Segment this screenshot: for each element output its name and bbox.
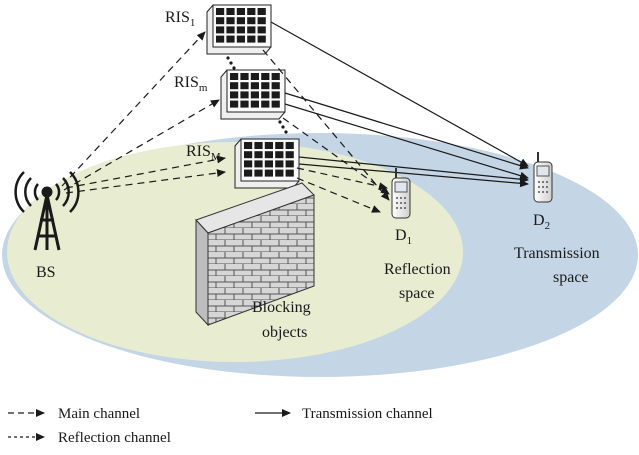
ris-element-cell xyxy=(264,169,273,177)
ris-element-cell xyxy=(257,17,266,25)
ris-element-cell xyxy=(275,169,284,177)
ris-element-cell xyxy=(216,8,225,15)
ris-element-cell xyxy=(230,73,239,80)
ris-element-cell xyxy=(244,151,253,159)
ris-element-cell xyxy=(254,142,263,149)
ris-element-cell xyxy=(275,151,284,159)
legend-reflection-channel-text: Reflection channel xyxy=(58,430,171,446)
ris-element-cell xyxy=(285,169,294,177)
reflection-space-label-line2: space xyxy=(399,285,435,302)
ris-element-cell xyxy=(254,151,263,159)
device-d2-phone-icon xyxy=(533,152,553,203)
ris-element-cell xyxy=(226,8,235,15)
transmission-space-label-line2: space xyxy=(553,269,589,286)
ris-1-label: RIS1 xyxy=(165,9,195,29)
ris-m-label: RISm xyxy=(174,74,208,94)
ris-element-cell xyxy=(250,91,259,99)
device-d1-phone-icon xyxy=(391,168,411,219)
ris-element-cell xyxy=(271,91,280,99)
ris-element-cell xyxy=(264,160,273,168)
ris-element-cell xyxy=(230,100,239,108)
ris-element-cell xyxy=(261,91,270,99)
reflection-space-label-line1: Reflection xyxy=(384,261,451,278)
blocking-wall-icon xyxy=(195,182,315,327)
blocking-objects-label-line1: Blocking xyxy=(252,299,311,316)
ris-m-panel xyxy=(220,69,286,120)
reflection-channel-links xyxy=(262,49,390,213)
ris-1-panel xyxy=(206,4,272,55)
ris-element-cell xyxy=(257,35,266,43)
ris-element-cell xyxy=(240,82,249,90)
ris-ellipsis-dots xyxy=(226,56,288,134)
legend-main-channel-text: Main channel xyxy=(58,406,140,422)
ris-element-cell xyxy=(247,35,256,43)
bs-label: BS xyxy=(36,264,56,281)
transmission-space-label-line1: Transmission xyxy=(514,245,600,262)
ris-element-cell xyxy=(250,100,259,108)
ris-element-cell xyxy=(261,82,270,90)
transmission-channel-links xyxy=(270,21,529,188)
ris-element-cell xyxy=(264,142,273,149)
ris-element-cell xyxy=(247,8,256,15)
ris-element-cell xyxy=(236,26,245,34)
ris-element-cell xyxy=(240,91,249,99)
blocking-objects-label-line2: objects xyxy=(262,324,307,341)
ris-element-cell xyxy=(285,160,294,168)
ris-element-cell xyxy=(216,17,225,25)
ris-element-cell xyxy=(240,73,249,80)
ris-element-cell xyxy=(261,73,270,80)
ris-element-cell xyxy=(261,100,270,108)
ris-element-cell xyxy=(236,17,245,25)
ris-element-cell xyxy=(254,160,263,168)
ris-element-cell xyxy=(271,100,280,108)
ris-element-cell xyxy=(285,142,294,149)
ris-element-cell xyxy=(230,82,239,90)
ris-M-label: RISM xyxy=(186,143,221,163)
ris-element-cell xyxy=(240,100,249,108)
ris-element-cell xyxy=(226,17,235,25)
legend-transmission-channel-text: Transmission channel xyxy=(302,406,433,422)
ris-element-cell xyxy=(244,160,253,168)
ris-element-cell xyxy=(230,91,239,99)
ris-element-cell xyxy=(216,35,225,43)
ris-element-cell xyxy=(226,35,235,43)
ris-element-cell xyxy=(254,169,263,177)
ris-element-cell xyxy=(271,82,280,90)
ris-element-cell xyxy=(264,151,273,159)
ris-element-cell xyxy=(250,73,259,80)
ris-element-cell xyxy=(275,160,284,168)
ris-element-cell xyxy=(236,35,245,43)
ris-element-cell xyxy=(257,8,266,15)
legend: Main channel Transmission channel Reflec… xyxy=(8,406,433,446)
ris-element-cell xyxy=(244,169,253,177)
ris-element-cell xyxy=(275,142,284,149)
ris-M-panel xyxy=(234,138,300,189)
ris-element-cell xyxy=(271,73,280,80)
ris-element-cell xyxy=(257,26,266,34)
base-station-icon xyxy=(14,171,80,251)
ris-element-cell xyxy=(226,26,235,34)
ris-element-cell xyxy=(247,17,256,25)
ris-element-cell xyxy=(247,26,256,34)
ris-element-cell xyxy=(285,151,294,159)
d2-label: D2 xyxy=(533,212,550,232)
d1-label: D1 xyxy=(395,227,412,247)
ris-element-cell xyxy=(244,142,253,149)
ris-element-cell xyxy=(250,82,259,90)
main-channel-links xyxy=(61,31,226,194)
ris-element-cell xyxy=(236,8,245,15)
ris-element-cell xyxy=(216,26,225,34)
